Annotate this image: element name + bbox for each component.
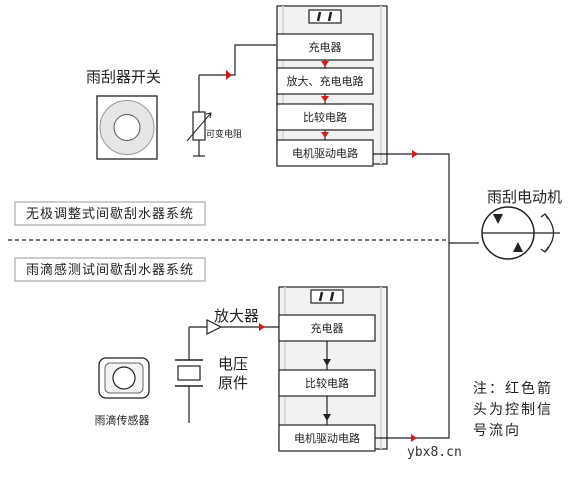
wiper-switch xyxy=(96,95,158,160)
top-block-motor-drive-label: 电机驱动电路 xyxy=(292,146,358,160)
voltage-element-label-2: 原件 xyxy=(218,374,248,392)
bottom-block-compare-label: 比较电路 xyxy=(305,376,349,390)
note-line-1: 注：红色箭 xyxy=(473,380,553,397)
bottom-controller-handle xyxy=(310,289,344,304)
variable-resistor-label: 可变电阻 xyxy=(206,128,242,140)
signal-arrow-top-out xyxy=(412,150,418,158)
signal-arrow-amplifier xyxy=(259,323,265,331)
wiper-switch-label: 雨刮器开关 xyxy=(86,68,161,86)
signal-arrow-resistor xyxy=(226,70,232,80)
flow-arrow-bottom-1 xyxy=(323,359,331,366)
voltage-element-label-1: 电压 xyxy=(218,355,248,373)
variable-resistor xyxy=(186,75,212,157)
bottom-block-charger xyxy=(278,314,376,342)
top-output-wire xyxy=(373,153,479,244)
bottom-system-label: 雨滴感测试间歇刮水器系统 xyxy=(26,262,194,278)
note-line-2: 头为控制信 xyxy=(473,402,553,418)
top-block-motor-drive xyxy=(276,139,374,167)
wiper-switch-knob-hole xyxy=(113,114,141,141)
rain-sensor-label: 雨滴传感器 xyxy=(95,413,150,427)
signal-arrow-bottom-out xyxy=(411,434,417,442)
top-controller: 充电器 放大、充电电路 比较电路 电机驱动电路 xyxy=(276,5,388,167)
top-block-charger-label: 充电器 xyxy=(309,40,342,54)
signal-arrow-top-2 xyxy=(321,96,329,102)
top-controller-handle xyxy=(308,9,342,24)
top-block-amplify-charge-label: 放大、充电电路 xyxy=(287,74,364,88)
amplifier-symbol xyxy=(206,319,223,335)
resistor-to-controller-wire xyxy=(199,44,276,76)
bottom-block-charger-label: 充电器 xyxy=(311,321,344,335)
bottom-controller-housing xyxy=(278,286,388,450)
wiper-motor-icon xyxy=(481,206,560,260)
flow-arrow-bottom-2 xyxy=(323,414,331,421)
top-system-label: 无极调整式间歇刮水器系统 xyxy=(26,207,194,222)
top-block-charger xyxy=(276,33,374,61)
note-line-3: 号流向 xyxy=(473,423,521,439)
signal-arrow-top-1 xyxy=(321,61,329,67)
bottom-system-label-box xyxy=(14,257,206,282)
voltage-element xyxy=(175,327,203,423)
rain-sensor xyxy=(98,357,150,399)
bottom-controller: 充电器 比较电路 电机驱动电路 xyxy=(278,286,388,452)
amplifier-label: 放大器 xyxy=(214,307,259,325)
top-block-compare-label: 比较电路 xyxy=(303,110,347,124)
signal-arrow-top-3 xyxy=(321,132,329,138)
wiper-switch-frame xyxy=(96,95,158,160)
bottom-output-wire xyxy=(375,243,450,439)
watermark-text: ybx8.cn xyxy=(407,445,462,460)
top-block-compare xyxy=(276,103,374,131)
motor-label: 雨刮电动机 xyxy=(487,188,562,206)
top-system-label-box xyxy=(14,201,206,226)
bottom-block-motor-drive-label: 电机驱动电路 xyxy=(294,431,360,445)
